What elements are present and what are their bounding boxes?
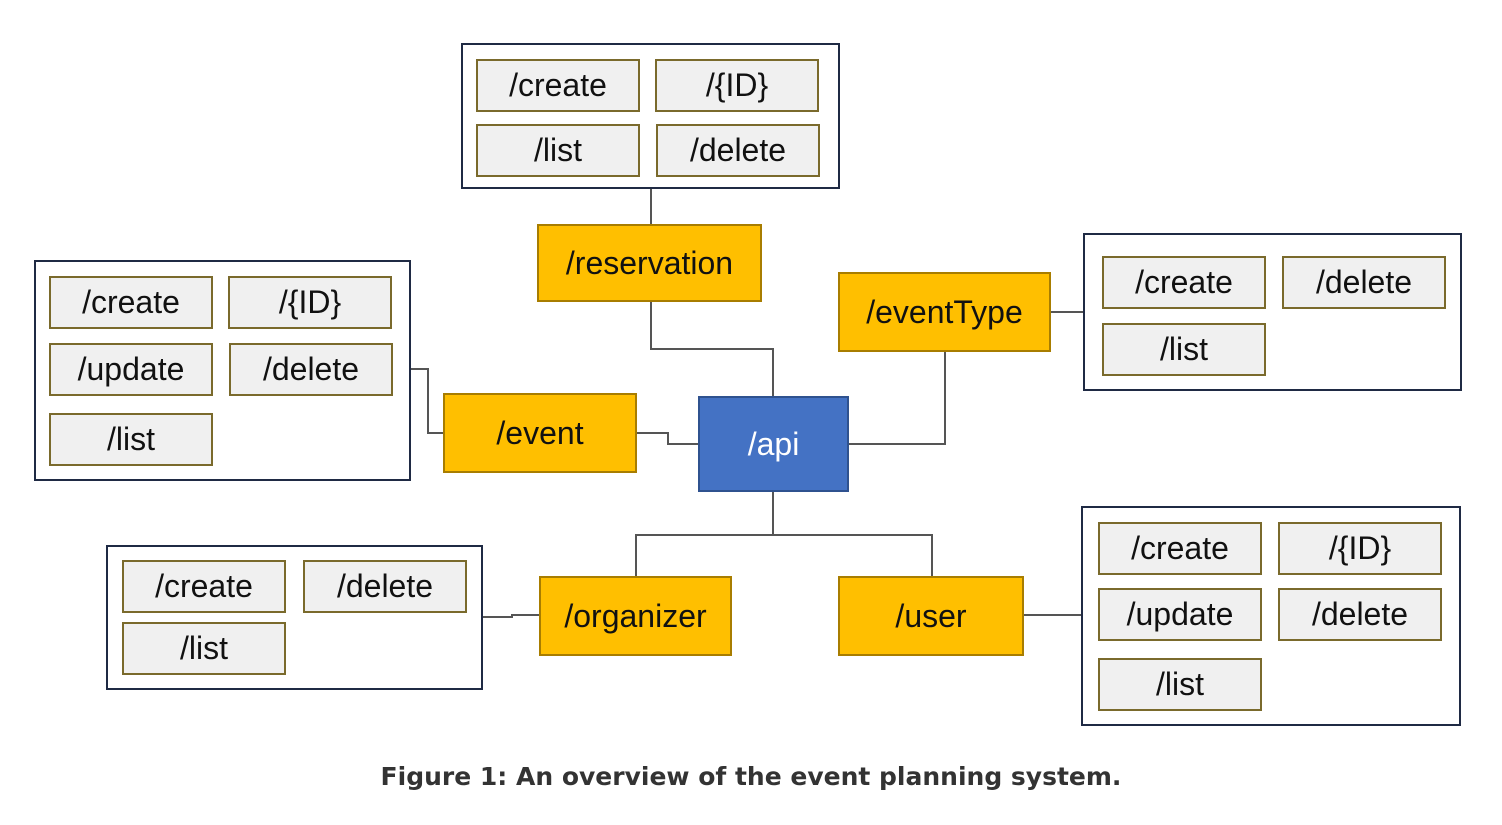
user-create-endpoint: /create bbox=[1098, 522, 1262, 575]
eventtype-create-endpoint: /create bbox=[1102, 256, 1266, 309]
event-id-endpoint: /{ID} bbox=[228, 276, 392, 329]
user-delete-endpoint: /delete bbox=[1278, 588, 1442, 641]
reservation-id-endpoint: /{ID} bbox=[655, 59, 819, 112]
event-list-endpoint: /list bbox=[49, 413, 213, 466]
organizer-node: /organizer bbox=[539, 576, 732, 656]
reservation-list-endpoint: /list bbox=[476, 124, 640, 177]
eventtype-delete-endpoint: /delete bbox=[1282, 256, 1446, 309]
connector-organizer-group bbox=[482, 614, 540, 618]
reservation-endpoints-group: /create /{ID} /list /delete bbox=[461, 43, 840, 189]
eventtype-node: /eventType bbox=[838, 272, 1051, 352]
user-list-endpoint: /list bbox=[1098, 658, 1262, 711]
connector-api-event bbox=[636, 432, 699, 445]
event-endpoints-group: /create /{ID} /update /delete /list bbox=[34, 260, 411, 481]
user-node: /user bbox=[838, 576, 1024, 656]
event-delete-endpoint: /delete bbox=[229, 343, 393, 396]
reservation-delete-endpoint: /delete bbox=[656, 124, 820, 177]
figure-caption: Figure 1: An overview of the event plann… bbox=[380, 762, 1122, 791]
api-root-node: /api bbox=[698, 396, 849, 492]
organizer-list-endpoint: /list bbox=[122, 622, 286, 675]
connector-api-organizer-user bbox=[635, 491, 774, 577]
connector-api-eventtype bbox=[848, 352, 946, 445]
eventtype-list-endpoint: /list bbox=[1102, 323, 1266, 376]
reservation-create-endpoint: /create bbox=[476, 59, 640, 112]
event-update-endpoint: /update bbox=[49, 343, 213, 396]
user-id-endpoint: /{ID} bbox=[1278, 522, 1442, 575]
connector-event-group bbox=[410, 368, 444, 434]
organizer-create-endpoint: /create bbox=[122, 560, 286, 613]
event-node: /event bbox=[443, 393, 637, 473]
user-endpoints-group: /create /{ID} /update /delete /list bbox=[1081, 506, 1461, 726]
user-update-endpoint: /update bbox=[1098, 588, 1262, 641]
reservation-node: /reservation bbox=[537, 224, 762, 302]
organizer-endpoints-group: /create /delete /list bbox=[106, 545, 483, 690]
event-create-endpoint: /create bbox=[49, 276, 213, 329]
connector-api-reservation bbox=[650, 302, 774, 397]
eventtype-endpoints-group: /create /delete /list bbox=[1083, 233, 1462, 391]
organizer-delete-endpoint: /delete bbox=[303, 560, 467, 613]
connector-api-user bbox=[773, 534, 933, 577]
